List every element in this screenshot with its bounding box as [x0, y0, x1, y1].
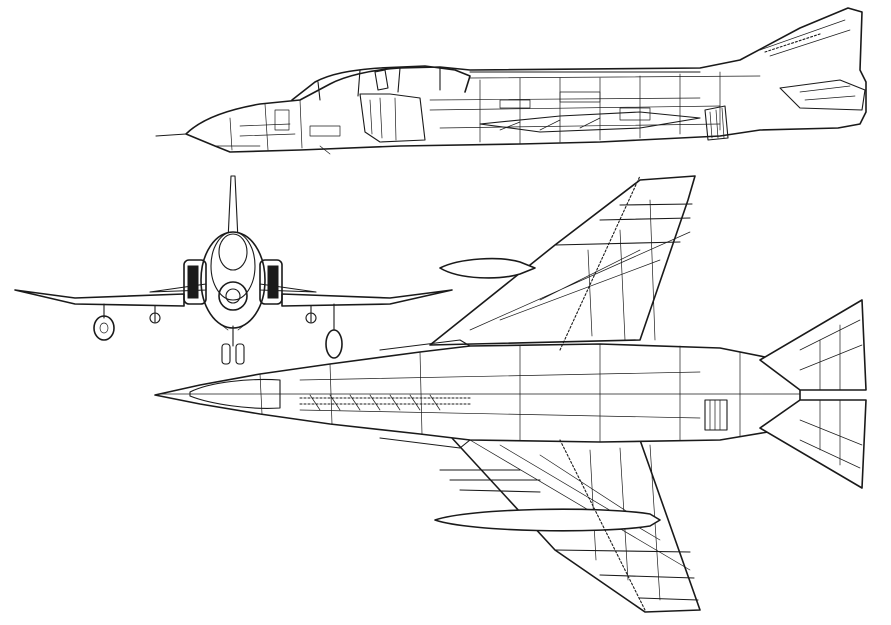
top-view	[154, 175, 867, 613]
side-view	[155, 7, 867, 155]
front-view	[14, 175, 453, 365]
